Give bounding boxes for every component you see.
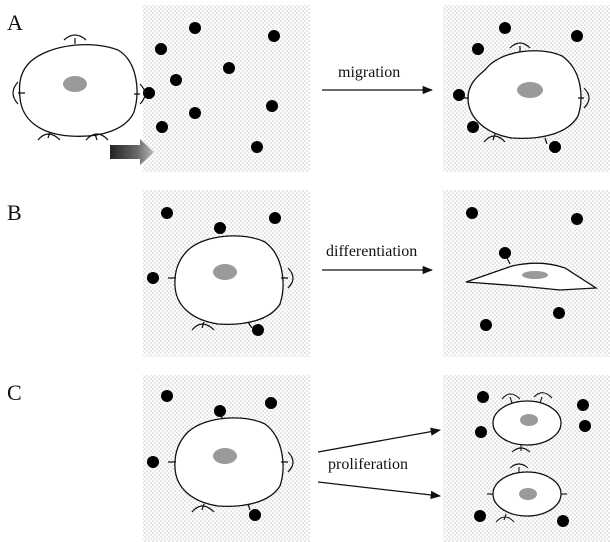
particles-c-right xyxy=(474,391,591,527)
process-label-differentiation: differentiation xyxy=(326,243,418,260)
row-label-b: B xyxy=(7,200,22,225)
matrix-panel-a-left xyxy=(143,5,310,172)
process-label-proliferation: proliferation xyxy=(328,456,408,473)
differentiated-cell-b-right xyxy=(465,257,599,291)
nucleus xyxy=(213,448,237,464)
receptors xyxy=(168,228,294,331)
nucleus xyxy=(63,76,87,92)
row-label-c: C xyxy=(7,380,22,405)
nucleus xyxy=(213,264,237,280)
particles-b-right xyxy=(466,207,583,331)
receptors xyxy=(12,34,146,141)
daughter-cell-c-upper xyxy=(492,392,562,453)
receptors xyxy=(168,412,294,513)
nucleus xyxy=(519,488,537,500)
daughter-cell-c-lower xyxy=(487,463,567,523)
nucleus xyxy=(517,82,543,98)
nucleus xyxy=(520,414,538,426)
movement-arrow-icon xyxy=(110,139,154,165)
row-label-a: A xyxy=(7,10,23,35)
particles-c-left xyxy=(147,390,277,521)
cell-a-left xyxy=(12,34,146,141)
receptors xyxy=(462,42,590,145)
cell-a-right xyxy=(462,42,590,145)
row-c xyxy=(143,375,610,542)
particles-a-left xyxy=(143,22,280,153)
cell-c-left xyxy=(168,412,294,513)
arrow-c-lower xyxy=(317,481,442,500)
row-b xyxy=(143,190,610,357)
row-a xyxy=(12,5,610,172)
arrow-c-upper xyxy=(317,427,442,453)
nucleus xyxy=(522,271,548,279)
process-label-migration: migration xyxy=(338,64,401,81)
cell-b-left xyxy=(168,228,294,331)
particles-b-left xyxy=(147,207,281,336)
